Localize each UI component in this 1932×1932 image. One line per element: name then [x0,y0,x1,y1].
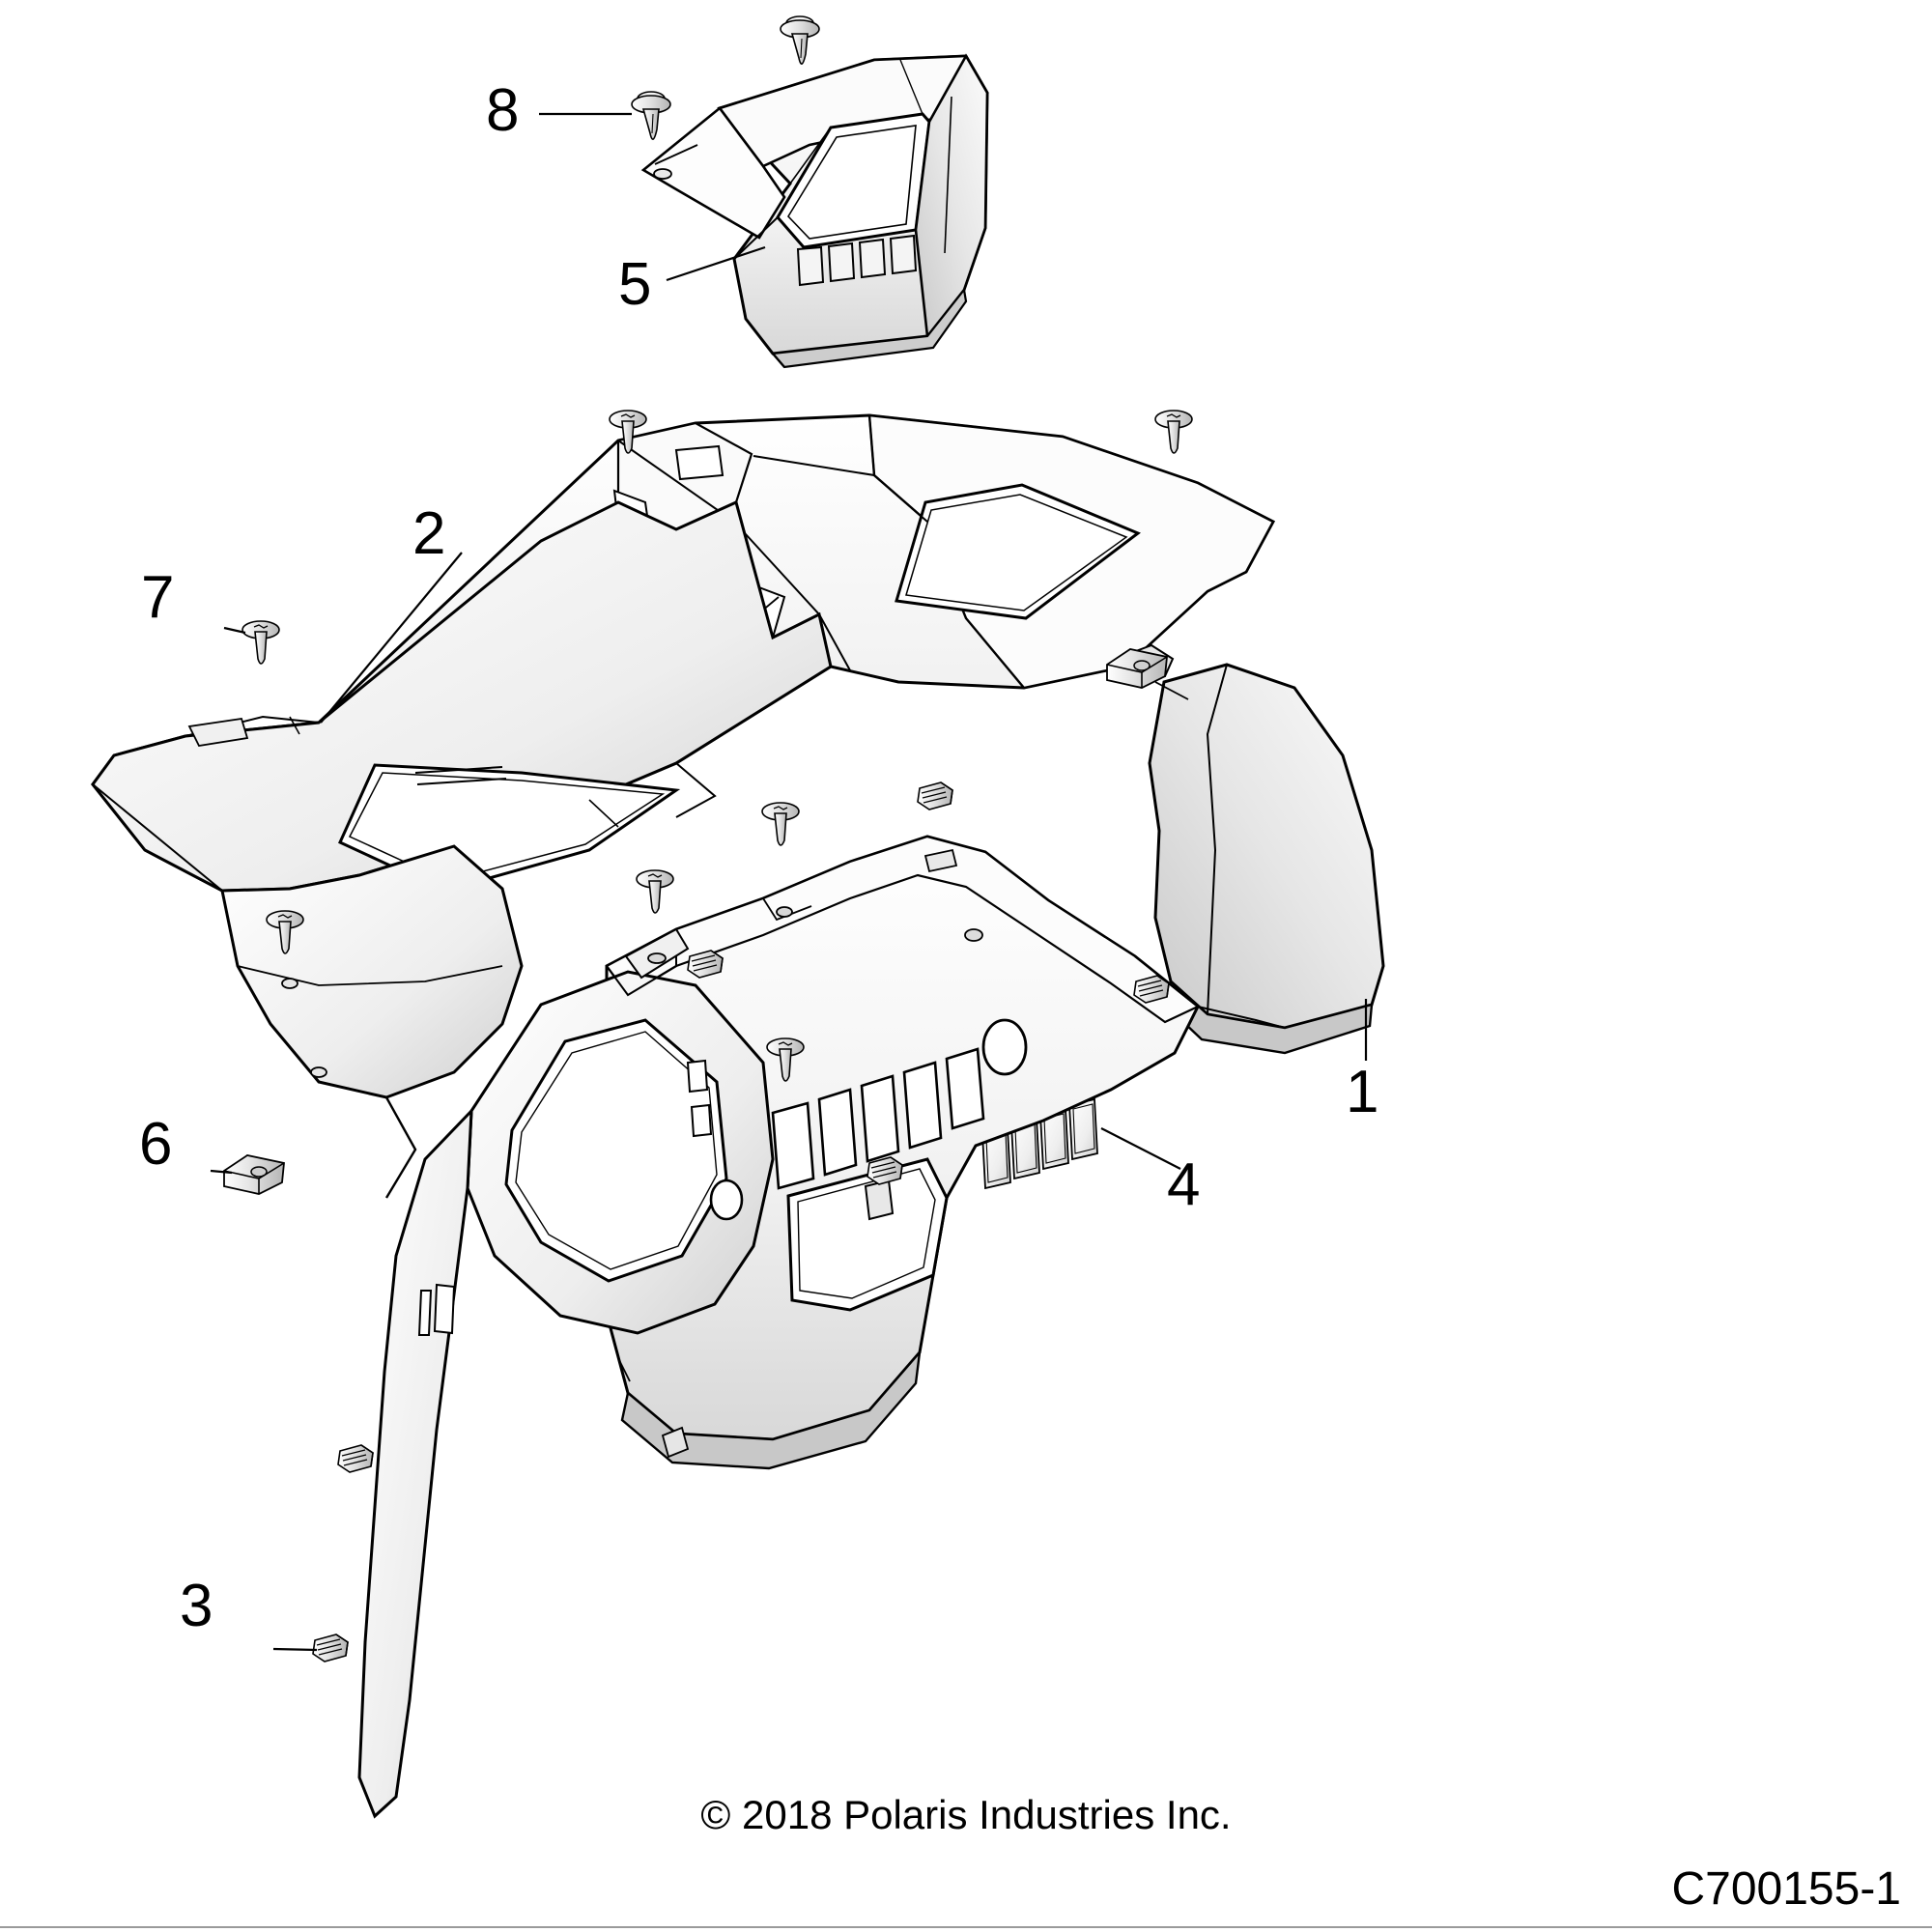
push-rivet-callout8 [631,91,671,140]
callout-3[interactable]: 3 [180,1573,213,1639]
screw-callout7 [242,620,280,665]
part-lower-dash-structure [357,835,1286,1819]
callout-8[interactable]: 8 [486,77,520,144]
callout-2[interactable]: 2 [412,500,446,567]
switch-bank-cutouts [771,1047,985,1190]
callout-7[interactable]: 7 [141,564,175,631]
callout-4[interactable]: 4 [1167,1151,1201,1218]
nut-plate-callout6 [223,1154,285,1195]
leader-6 [210,1169,233,1175]
push-rivet-top [780,15,820,65]
clip-bottom-left [337,1444,374,1473]
clip-lower-left [312,1634,349,1662]
part-display-bezel [640,53,989,369]
leader-5 [666,245,766,282]
screw-upper-right [1154,410,1193,454]
leader-lines [210,112,1368,1652]
leader-3 [272,1647,318,1652]
bezel-button-row [796,234,918,287]
screw-mid-left [636,869,674,914]
leader-7 [223,626,246,635]
screw-mid-center [761,802,800,846]
drawing-number: C700155-1 [1671,1863,1901,1915]
callout-5[interactable]: 5 [618,251,652,318]
leader-4 [1100,1127,1181,1170]
copyright-notice: © 2018 Polaris Industries Inc. [700,1792,1232,1837]
leader-2 [320,552,463,724]
clip-upper-center [917,781,953,810]
callout-6[interactable]: 6 [139,1111,173,1178]
part-upper-dash-cover [91,413,1276,1199]
callout-1[interactable]: 1 [1346,1059,1379,1125]
